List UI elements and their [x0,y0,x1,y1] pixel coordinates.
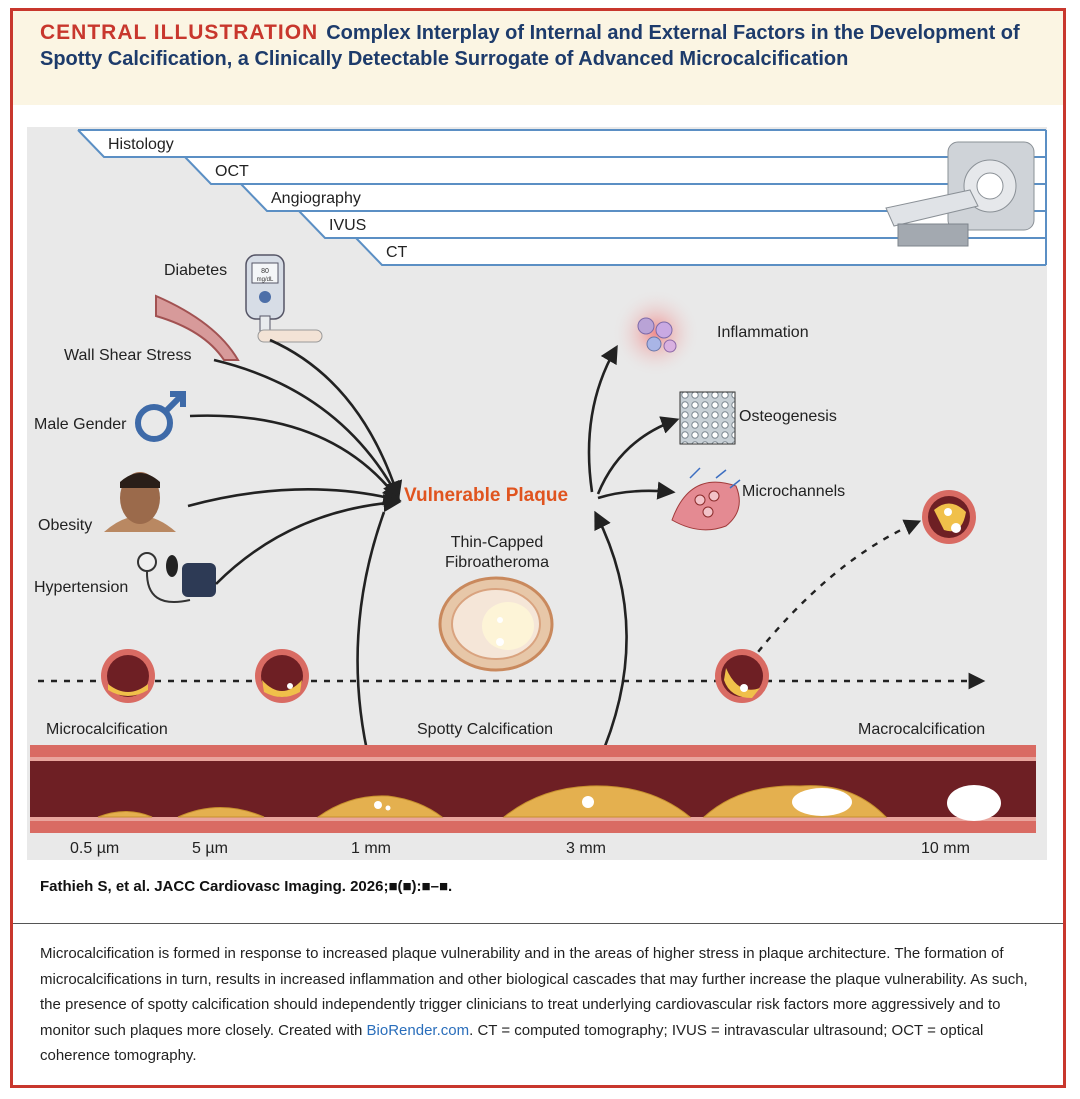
modality-band-fill-oct [185,157,1046,184]
caption-text-after: . CT = computed tomography; IVUS = intra… [40,1021,984,1065]
arrow-microchannels [597,481,676,500]
arrow-diabetes [269,338,403,500]
modality-band-fill-ct [356,238,1046,265]
modality-label-ct: CT [386,244,408,261]
outcome-osteogenesis: Osteogenesis [739,408,837,425]
plaque-3mm [502,785,692,818]
arrow-obesity [187,487,402,508]
male-symbol-icon [135,391,186,442]
size-label-0-5um: 0.5 µm [70,840,119,857]
plaque-0-5um [97,811,153,818]
tcfa-label-line2: Fibroatheroma [445,554,549,571]
early-spotty-cross-section-icon [255,649,309,703]
size-label-10mm: 10 mm [921,840,970,857]
calcium-nodules [374,785,1001,821]
arrow-inflammation [587,344,618,493]
blood-pressure-cuff-icon [137,552,216,604]
modality-band-fill-histology [78,130,1046,157]
wall-shear-stress-icon [155,294,240,361]
arrow-shear-stress [213,358,400,501]
modality-label-angiography: Angiography [271,190,361,207]
modality-band-fill-angiography [241,184,1046,211]
vertical-arrows [356,510,628,781]
risk-factor-obesity: Obesity [38,517,92,534]
risk-factor-wall-shear-stress: Wall Shear Stress [64,347,191,364]
biorender-link[interactable]: BioRender.com [366,1021,470,1039]
spotty-calcification-cross-section-icon [715,649,769,703]
arrow-to-plaque [356,511,386,776]
outcome-inflammation: Inflammation [717,324,809,341]
modality-label-histology: Histology [108,136,174,153]
arrow-osteogenesis [596,416,680,495]
stage-macrocalcification: Macrocalcification [858,721,985,738]
stage-spotty-calcification: Spotty Calcification [417,721,553,738]
risk-factor-arrows [187,338,403,585]
risk-factor-hypertension: Hypertension [34,579,128,596]
size-label-1mm: 1 mm [351,840,391,857]
glucometer-reading: 80 [261,268,269,275]
caption-text-before: Microcalcification is formed in response… [40,945,1028,1039]
microchannels-icon [671,467,741,531]
diabetes-glucometer-icon: 80 mg/dL [245,254,323,343]
size-label-5um: 5 µm [192,840,228,857]
header-band [13,11,1063,105]
glucometer-unit: mg/dL [257,277,274,283]
caption-divider [13,923,1063,924]
caption: Microcalcification is formed in response… [40,941,1040,1069]
modality-band-fill-ivus [299,211,1046,238]
size-label-3mm: 3 mm [566,840,606,857]
artery-longitudinal-section [30,745,1036,833]
citation: Fathieh S, et al. JACC Cardiovasc Imagin… [40,878,453,895]
outcome-arrows [587,344,680,500]
title-text: Complex Interplay of Internal and Extern… [40,22,1020,70]
risk-factor-diabetes: Diabetes [164,262,227,279]
stage-microcalcification: Microcalcification [46,721,168,738]
microcalcification-cross-section-icon [101,649,155,703]
obesity-person-icon [104,472,176,532]
modality-label-oct: OCT [215,163,249,180]
arrow-male-gender [189,414,401,502]
vulnerable-plaque-label: Vulnerable Plaque [404,485,568,506]
macro-progression-arrow [749,519,922,663]
ct-scanner-icon [885,141,1035,247]
arrow-hypertension [215,494,402,585]
modality-label-ivus: IVUS [329,217,366,234]
macrocalcification-cross-section-icon [922,490,976,544]
tcfa-label-line1: Thin-Capped [451,534,544,551]
inflammation-icon [612,289,700,377]
osteogenesis-icon [679,391,736,445]
central-illustration-kicker: CENTRAL ILLUSTRATION [40,21,319,44]
arrow-from-plaque [588,510,628,781]
plaque-5um [177,807,265,818]
risk-factor-male-gender: Male Gender [34,416,127,433]
thin-capped-fibroatheroma-icon [438,576,554,672]
outcome-microchannels: Microchannels [742,483,845,500]
